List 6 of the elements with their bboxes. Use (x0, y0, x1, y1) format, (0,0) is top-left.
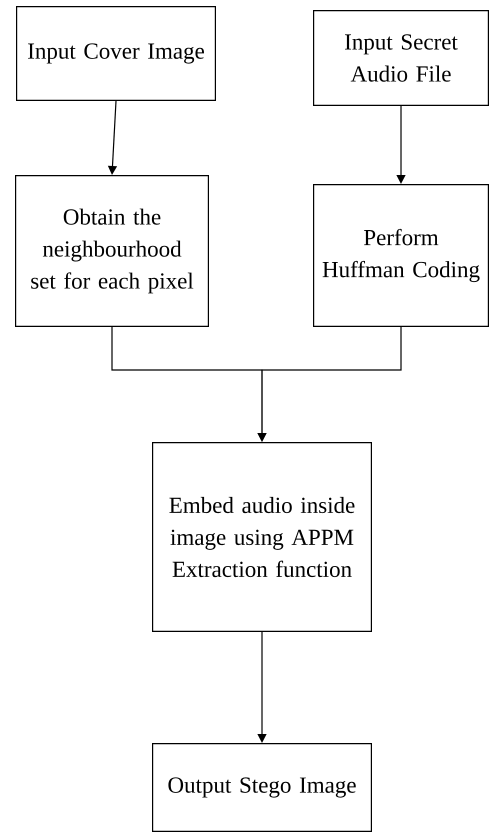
process-box: Input Cover Image (16, 6, 216, 101)
process-box: Embed audio inside image using APPM Extraction function (152, 442, 372, 632)
process-box: Input Secret Audio File (313, 10, 489, 106)
process-box: Obtain the neighbourhood set for each pixel (15, 175, 209, 327)
process-box: Perform Huffman Coding (313, 184, 489, 327)
process-box: Output Stego Image (152, 743, 372, 832)
